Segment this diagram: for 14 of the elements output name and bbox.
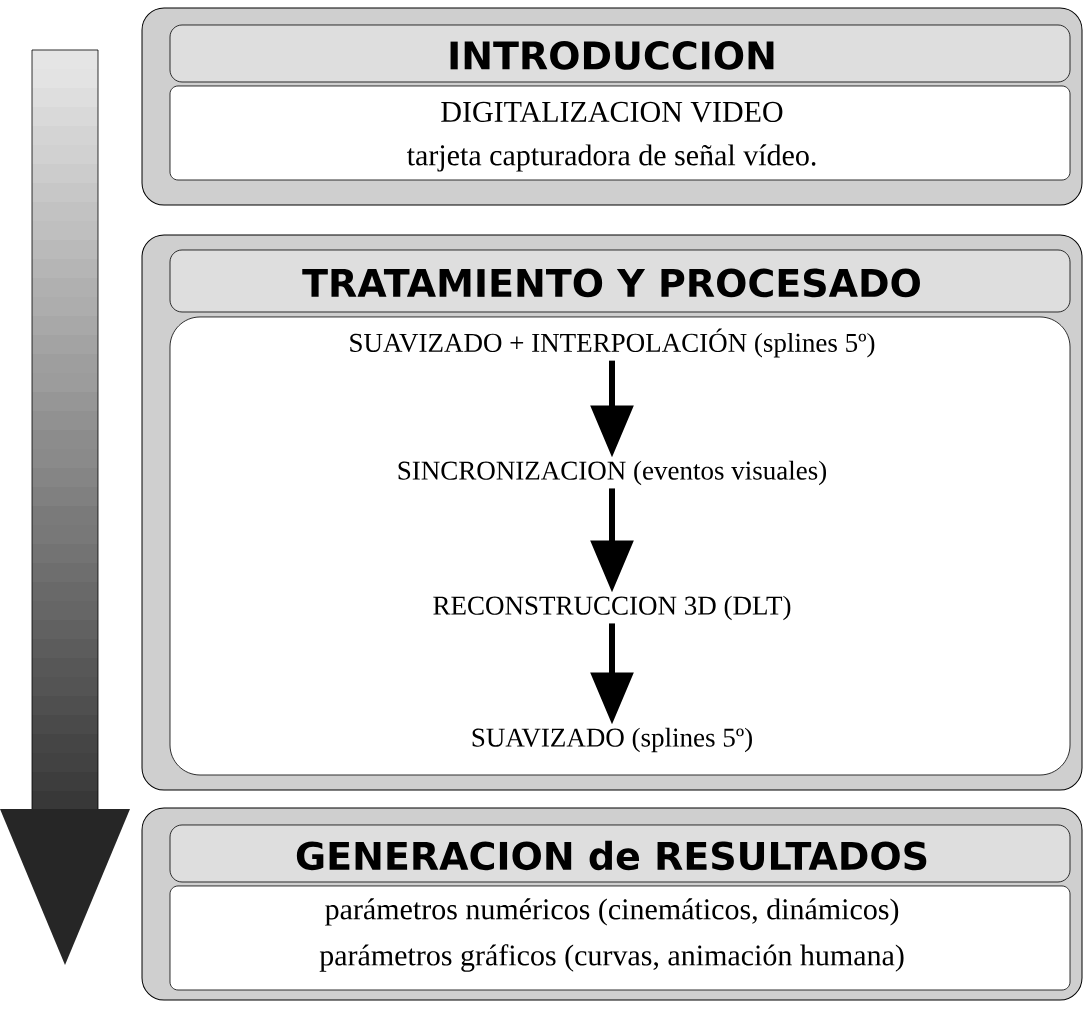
step-text: SUAVIZADO + INTERPOLACIÓN (splines 5º) <box>350 328 875 358</box>
panel-text: tarjeta capturadora de señal vídeo. <box>407 144 816 172</box>
panel-text: DIGITALIZACION VIDEO <box>441 101 783 123</box>
step-text: RECONSTRUCCION 3D (DLT) <box>433 595 791 621</box>
panel-text: parámetros numéricos (cinemáticos, dinámicos) <box>325 898 899 926</box>
panel-heading: GENERACION de RESULTADOS <box>296 840 927 871</box>
step-text: SUAVIZADO (splines 5º) <box>472 727 752 753</box>
step-text: SINCRONIZACION (eventos visuales) <box>398 460 827 486</box>
panel-heading: TRATAMIENTO Y PROCESADO <box>302 268 920 298</box>
panel <box>141 7 1083 206</box>
panel <box>141 234 1083 791</box>
panel-text: parámetros gráficos (curvas, animación humana) <box>319 944 904 972</box>
panel-heading: INTRODUCCION <box>450 41 774 70</box>
panel <box>141 807 1083 1001</box>
